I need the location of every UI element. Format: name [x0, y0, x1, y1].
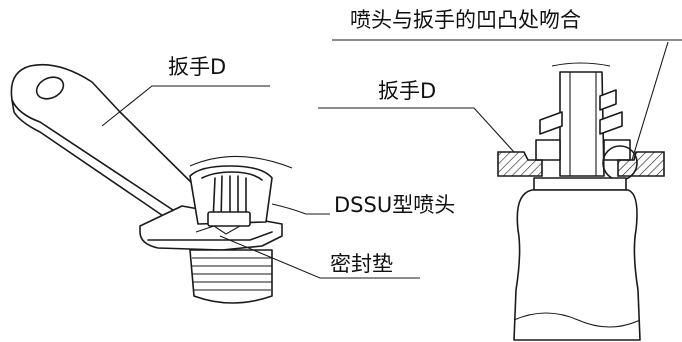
label-sprinkler: DSSU型喷头: [334, 193, 455, 217]
right-illustration: 喷头与扳手的凹凸处吻合 扳手D: [318, 8, 682, 341]
sprinkler-section: [535, 62, 631, 177]
leader-gasket: [219, 235, 420, 279]
dssu-sprinkler-head: [189, 155, 293, 304]
wrench-d-left: [10, 63, 283, 251]
wrench-d-right: [497, 151, 665, 177]
label-mating-note: 喷头与扳手的凹凸处吻合: [350, 8, 581, 32]
pipe-fitting: [513, 177, 641, 341]
leader-sprinkler: [271, 203, 330, 215]
label-wrench-right: 扳手D: [378, 79, 436, 103]
left-illustration: 扳手D DSSU型喷头 密封垫: [10, 55, 455, 304]
leader-wrench-right: [318, 107, 515, 153]
label-wrench-left: 扳手D: [168, 55, 226, 79]
leader-mating: [631, 41, 669, 161]
label-gasket: 密封垫: [330, 252, 393, 276]
wrench-hole: [35, 76, 65, 100]
leader-wrench-left: [101, 85, 270, 127]
